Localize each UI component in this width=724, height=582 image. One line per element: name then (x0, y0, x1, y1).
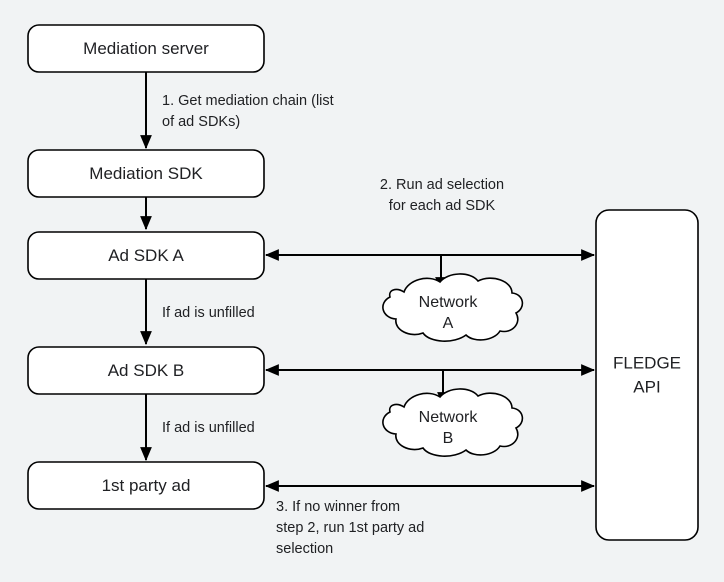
node-ad-sdk-a-label: Ad SDK A (108, 246, 184, 265)
edge-label-step-3-line-1: 3. If no winner from (276, 499, 400, 515)
edge-label-step-3: 3. If no winner from step 2, run 1st par… (276, 499, 424, 557)
node-fledge-api-label-line2: API (633, 377, 660, 396)
node-network-a-cloud (382, 273, 524, 342)
edge-label-step-3-line-3: selection (276, 541, 333, 557)
node-network-b-cloud (382, 388, 524, 457)
node-first-party-ad[interactable]: 1st party ad (27, 461, 265, 510)
node-first-party-ad-label: 1st party ad (102, 476, 191, 495)
node-network-b-label-line2: B (443, 430, 454, 447)
node-ad-sdk-b[interactable]: Ad SDK B (27, 346, 265, 395)
node-ad-sdk-a-box (27, 231, 265, 280)
edge-label-unfilled-b: If ad is unfilled (162, 420, 255, 436)
edge-label-step-1-line-1: 1. Get mediation chain (list (162, 93, 334, 109)
edge-label-unfilled-a: If ad is unfilled (162, 305, 255, 321)
node-ad-sdk-b-box (27, 346, 265, 395)
edge-label-step-2: 2. Run ad selection for each ad SDK (380, 177, 504, 214)
node-network-a-label-line2: A (443, 315, 454, 332)
node-network-b-label-line1: Network (419, 409, 479, 426)
edge-label-step-1: 1. Get mediation chain (list of ad SDKs) (162, 93, 334, 130)
node-first-party-ad-box (27, 461, 265, 510)
node-fledge-api-box (595, 209, 699, 541)
node-mediation-server-box (27, 24, 265, 73)
node-ad-sdk-a[interactable]: Ad SDK A (27, 231, 265, 280)
node-network-a[interactable]: Network A (382, 273, 524, 342)
edge-label-step-3-line-2: step 2, run 1st party ad (276, 520, 424, 536)
node-fledge-api[interactable]: FLEDGE API (595, 209, 699, 541)
node-mediation-sdk[interactable]: Mediation SDK (27, 149, 265, 198)
node-fledge-api-label-line1: FLEDGE (613, 353, 681, 372)
node-network-b[interactable]: Network B (382, 388, 524, 457)
edge-label-step-1-line-2: of ad SDKs) (162, 114, 240, 130)
node-network-a-label-line1: Network (419, 294, 479, 311)
edge-label-step-2-line-2: for each ad SDK (389, 198, 496, 214)
node-ad-sdk-b-label: Ad SDK B (108, 361, 185, 380)
edge-label-step-2-line-1: 2. Run ad selection (380, 177, 504, 193)
node-mediation-server-label: Mediation server (83, 39, 209, 58)
node-mediation-sdk-box (27, 149, 265, 198)
node-mediation-server[interactable]: Mediation server (27, 24, 265, 73)
node-mediation-sdk-label: Mediation SDK (89, 164, 203, 183)
